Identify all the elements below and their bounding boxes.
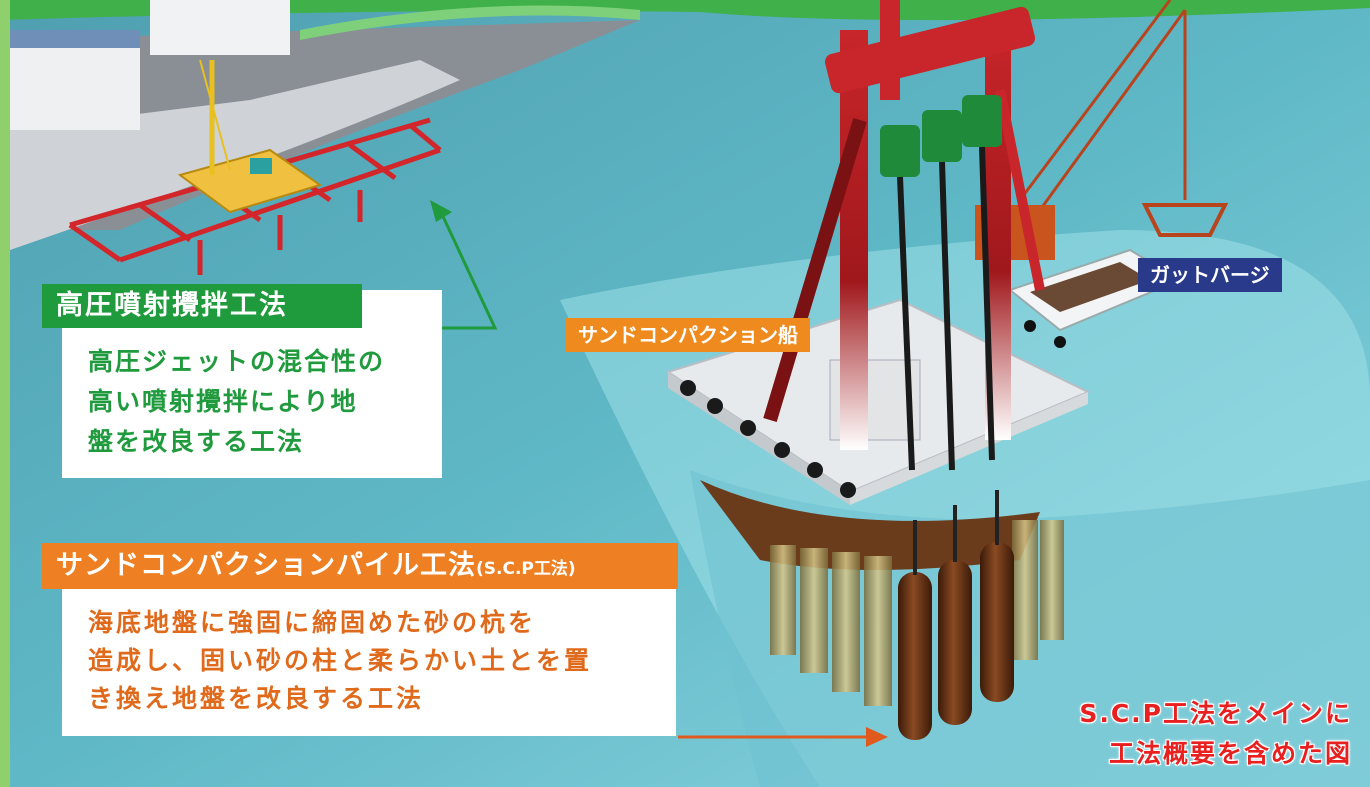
scp-desc-line: き換え地盤を改良する工法	[88, 684, 425, 713]
scp-title-main: サンドコンパクションパイル工法	[56, 550, 476, 581]
scp-desc-line: 海底地盤に強固に締固めた砂の杭を	[88, 608, 537, 637]
jet-grouting-desc-line: 高圧ジェットの混合性の	[88, 347, 386, 376]
jet-grouting-title: 高圧噴射攪拌工法	[42, 284, 362, 328]
jet-grouting-desc-line: 高い噴射攪拌により地	[88, 387, 358, 416]
scp-description: 海底地盤に強固に締固めた砂の杭を 造成し、固い砂の柱と柔らかい土とを置 き換え地…	[62, 586, 676, 736]
figure-note-line: S.C.P工法をメインに	[1079, 699, 1352, 728]
jet-grouting-description: 高圧ジェットの混合性の 高い噴射攪拌により地 盤を改良する工法	[62, 290, 442, 478]
scp-title: サンドコンパクションパイル工法(S.C.P工法)	[42, 543, 678, 589]
scp-title-suffix: (S.C.P工法)	[476, 559, 576, 579]
jet-grouting-desc-line: 盤を改良する工法	[88, 427, 305, 456]
scp-desc-line: 造成し、固い砂の柱と柔らかい土とを置	[88, 646, 593, 675]
figure-note-line: 工法概要を含めた図	[1108, 739, 1352, 768]
gut-barge-label: ガットバージ	[1138, 258, 1282, 292]
figure-note: S.C.P工法をメインに 工法概要を含めた図	[1079, 694, 1352, 774]
sand-compaction-ship-label: サンドコンパクション船	[566, 318, 810, 352]
